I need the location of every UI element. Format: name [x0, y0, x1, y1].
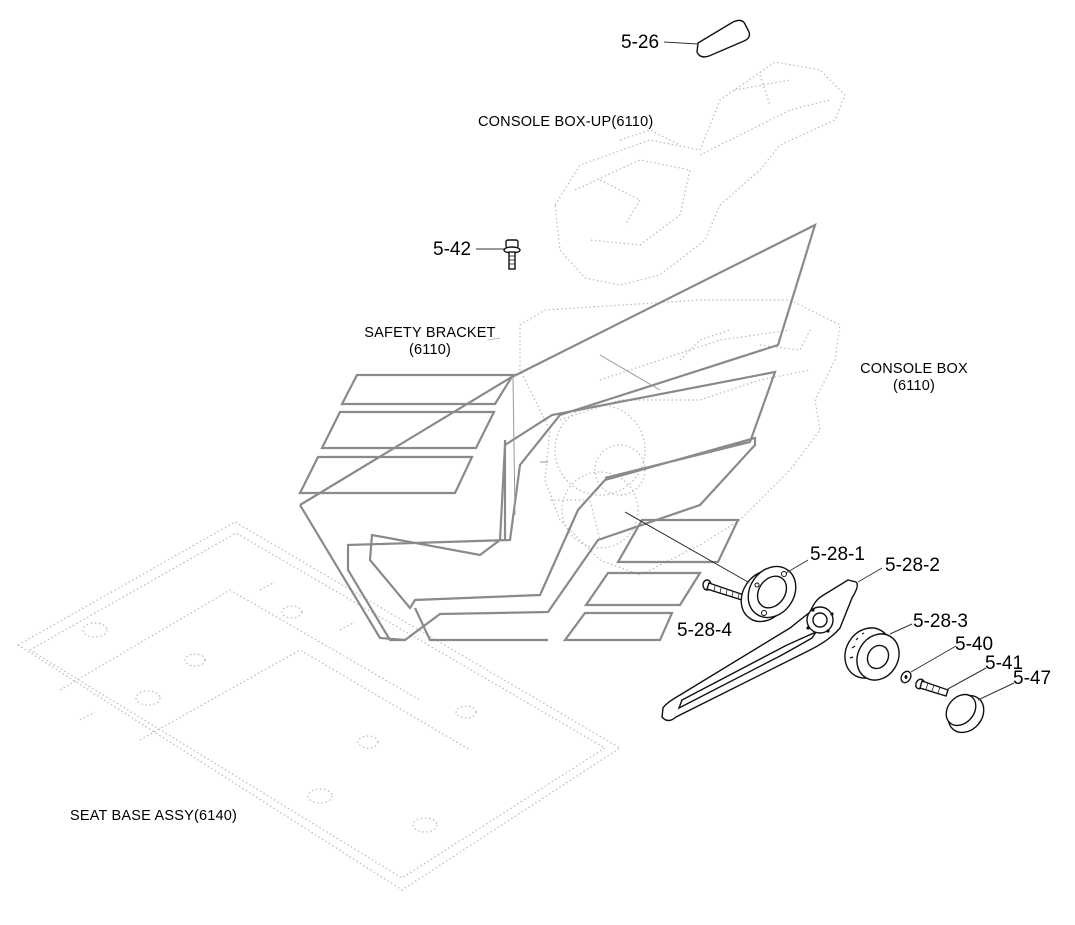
- pad-part-5-26: [663, 19, 751, 58]
- safety-bracket-label: SAFETY BRACKET (6110): [364, 325, 496, 358]
- washer-part-5-40: [900, 645, 957, 684]
- seat-base-assy-label: SEAT BASE ASSY(6140): [70, 808, 238, 824]
- cap-part-5-47: [945, 682, 1015, 734]
- part-number-5-28-3: 5-28-3: [913, 611, 968, 632]
- part-number-5-47: 5-47: [1013, 668, 1052, 689]
- lever-part-5-28-2: [661, 567, 883, 722]
- part-number-5-28-4: 5-28-4: [677, 620, 732, 641]
- safety-bracket-outline: [298, 222, 817, 642]
- console-box-up-outline: [554, 61, 846, 286]
- part-number-5-42: 5-42: [433, 239, 472, 260]
- part-number-5-41: 5-41: [985, 653, 1024, 674]
- part-number-5-28-1: 5-28-1: [810, 544, 865, 565]
- part-number-5-28-2: 5-28-2: [885, 555, 940, 576]
- screw-part-5-28-4: [702, 579, 745, 601]
- bolt-part-5-41: [915, 667, 987, 697]
- bolt-part-5-42: [476, 239, 521, 270]
- part-number-5-40: 5-40: [955, 634, 994, 655]
- console-box-label: CONSOLE BOX (6110): [860, 361, 968, 394]
- flange-ring-part-5-28-1: [740, 559, 809, 623]
- part-number-5-26: 5-26: [621, 32, 660, 53]
- hub-part-5-28-3: [844, 623, 913, 681]
- seat-base-assy-outline: [16, 521, 622, 891]
- console-box-up-label: CONSOLE BOX-UP(6110): [478, 114, 654, 130]
